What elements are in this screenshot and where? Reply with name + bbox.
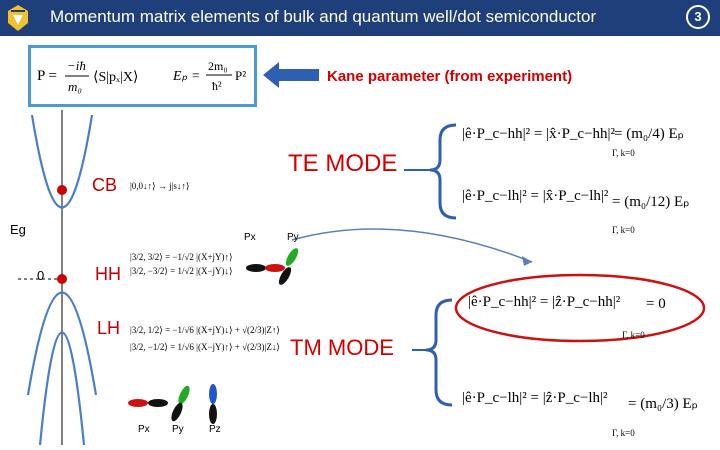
pointer-arrow xyxy=(292,229,532,262)
te-eq-2-lhs: |ê·P_c−lh|² = |x̂·P_c−lh|² xyxy=(462,188,608,205)
pz-bottom-label: Pz xyxy=(209,424,221,435)
lh-ket-1: |3/2, 1/2⟩ = −1/√6 |(X+jY)↓⟩ + √(2/3)|Z↑… xyxy=(130,325,280,336)
py-orbital-bottom-icon xyxy=(169,384,192,423)
cb-point xyxy=(57,185,67,195)
hh-ket-2: |3/2, −3/2⟩ = 1/√2 |(X−jY)↓⟩ xyxy=(130,266,233,277)
te-eq-2-sub: Γ, k=0 xyxy=(612,225,635,235)
vb-point xyxy=(57,274,67,284)
te-eq-1-lhs: |ê·P_c−hh|² = |x̂·P_c−hh|² xyxy=(462,126,615,143)
te-eq-1-rhs: = (m₀/4) Eₚ xyxy=(614,124,684,143)
py-label: Py xyxy=(287,232,299,243)
zero-label: 0 xyxy=(37,268,44,283)
tm-eq-2-lhs: |ê·P_c−lh|² = |ẑ·P_c−lh|² xyxy=(462,390,608,407)
tm-eq-1-rhs: = 0 xyxy=(646,296,666,313)
eg-label: Eg xyxy=(10,222,26,237)
tm-brace xyxy=(426,300,452,405)
pz-orbital-bottom-icon xyxy=(209,384,217,424)
cb-label: CB xyxy=(92,175,117,196)
tm-mode-label: TM MODE xyxy=(290,335,394,361)
te-eq-2-rhs: = (m₀/12) Eₚ xyxy=(612,192,690,211)
tm-eq-2-sub: Γ, k=0 xyxy=(612,428,635,438)
px-bottom-label: Px xyxy=(138,424,150,435)
te-eq-1-sub: Γ, k=0 xyxy=(612,148,635,158)
px-orbital-icon xyxy=(246,264,285,272)
te-mode-label: TE MODE xyxy=(288,150,397,178)
cb-ket: |0,0↓↑⟩ → j|s↓↑⟩ xyxy=(130,181,189,192)
tm-eq-2-rhs: = (m₀/3) Eₚ xyxy=(628,394,698,413)
te-brace xyxy=(430,125,456,218)
hh-ket-1: |3/2, 3/2⟩ = −1/√2 |(X+jY)↑⟩ xyxy=(130,252,233,263)
lh-ket-2: |3/2, −1/2⟩ = 1/√6 |(X−jY)↑⟩ + √(2/3)|Z↓… xyxy=(130,342,280,353)
px-label: Px xyxy=(244,232,256,243)
tm-eq-1-lhs: |ê·P_c−hh|² = |ẑ·P_c−hh|² xyxy=(468,294,620,311)
tm-eq-1-sub: Γ, k=0 xyxy=(622,330,645,340)
py-bottom-label: Py xyxy=(172,424,184,435)
lh-label: LH xyxy=(97,318,120,339)
px-orbital-bottom-icon xyxy=(128,399,168,407)
hh-label: HH xyxy=(95,264,121,285)
